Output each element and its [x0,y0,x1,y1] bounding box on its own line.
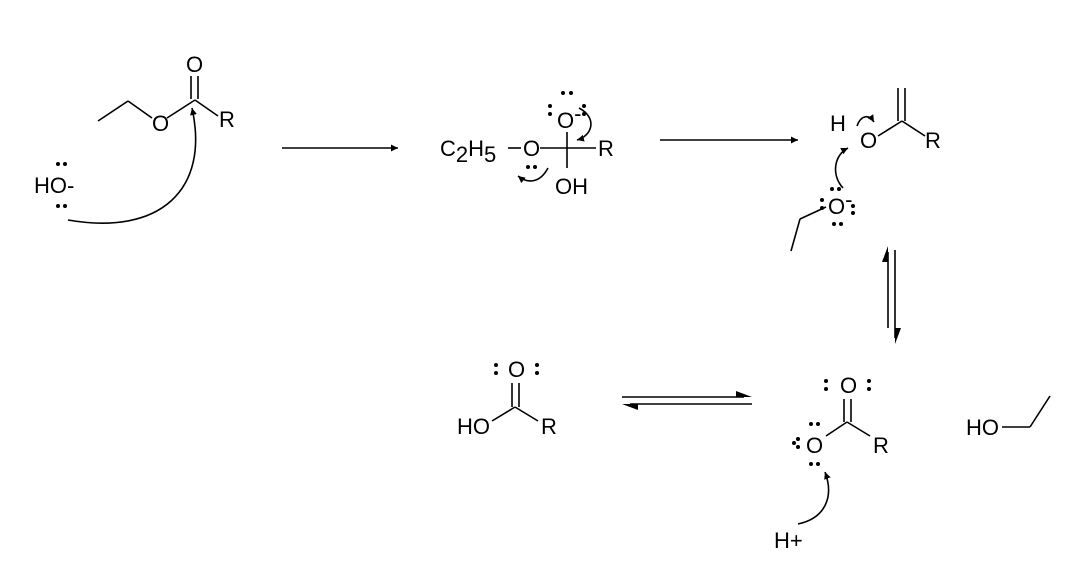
vertical-equilibrium-arrows [882,246,901,344]
hydroxide-label: HO- [34,173,74,198]
carboxylate-o-label: O [806,433,823,458]
lone-pair-dot [816,462,820,466]
lone-pair-dot [792,441,796,445]
lone-pair-dot [820,198,824,202]
proton-label: H+ [774,528,803,553]
lone-pair-dot [63,204,67,208]
enol-intermediate: H O R [830,88,941,153]
lone-pair-dot [796,445,800,449]
ester-ethyl-bond-2 [127,100,153,119]
lone-pair-dot [56,204,60,208]
equilibrium-arrowhead-right [736,391,752,397]
enol-cr-bond [901,120,926,137]
ester-r-label: R [219,107,235,132]
curly-arrow-nucleophilic-attack [67,107,197,224]
enol-o-label: O [860,128,877,153]
carboxylate-carbonyl-o-label: O [840,373,857,398]
curly-arrow-protonation [797,471,831,525]
enol-oc-bond [877,120,903,137]
ethanol-cc-bond [1029,395,1051,428]
curly-arrow-leaving-group [517,167,549,184]
lone-pair-dot [494,363,498,367]
equilibrium-arrowhead-left [622,404,638,410]
lone-pair-dot [839,222,843,226]
acid-hydroxyl-label: HO [457,414,490,439]
acid-r-label: R [541,414,557,439]
lone-pair-dot [56,162,60,166]
lone-pair-dot [824,387,828,391]
ethoxide-ion: O- [790,187,855,252]
lone-pair-dot [561,91,565,95]
carboxylate-r-label: R [873,433,889,458]
lone-pair-dot [494,371,498,375]
enol-r-label: R [925,128,941,153]
enol-h-label: H [830,111,846,136]
lone-pair-dot [63,162,67,166]
hydroxide-ion: HO- [34,162,74,208]
lone-pair-dot [526,165,530,169]
lone-pair-dot [809,462,813,466]
carboxylic-acid-molecule: O HO R [457,357,557,439]
ethanol-molecule: HO [966,395,1051,440]
lone-pair-dot [867,387,871,391]
lone-pair-dot [867,379,871,383]
carboxylate-ion: O O R H+ [774,373,889,553]
equilibrium-arrowhead-down [895,328,901,344]
lone-pair-dot [582,104,586,108]
tetrahedral-r-label: R [598,136,614,161]
ester-oc-bond [166,99,196,119]
acid-carbonyl-o-label: O [508,357,525,382]
lone-pair-dot [548,112,552,116]
curly-arrow-carbonyl-reform [576,107,592,142]
lone-pair-dot [816,422,820,426]
lone-pair-dot [548,104,552,108]
lone-pair-dot [809,422,813,426]
lone-pair-dot [535,371,539,375]
curly-arrow-oh-bond [856,114,875,127]
acid-cr-bond [514,406,539,422]
ethoxide-o-label: O- [828,187,852,219]
lone-pair-dot [569,91,573,95]
tetrahedral-intermediate: C2H5 O O- R OH [440,91,614,199]
hydroxyl-label: OH [555,174,588,199]
ethoxide-bond-1 [790,218,801,252]
ethyl-c-label: C2H5 [440,136,496,167]
carboxylate-oc-bond [825,421,848,437]
lone-pair-dot [535,363,539,367]
lone-pair-dot [533,165,537,169]
oxide-o-label: O- [557,101,581,133]
lone-pair-dot [824,379,828,383]
ester-ethyl-bond-1 [97,100,129,122]
lone-pair-dot [796,437,800,441]
ester-o-label: O [152,111,169,136]
ethanol-hydroxyl-label: HO [966,415,999,440]
lone-pair-dot [832,222,836,226]
equilibrium-arrowhead-up [882,246,888,262]
ester-carbonyl-o-label: O [186,52,203,77]
ether-o-label: O [523,136,540,161]
acid-oc-bond [491,406,516,422]
curly-arrow-proton-abstraction [834,147,849,189]
ester-molecule: O O R [97,52,235,136]
lone-pair-dot [820,206,824,210]
lone-pair-dot [851,204,855,208]
ester-cr-bond [194,99,219,117]
carboxylate-cr-bond [846,421,871,437]
lone-pair-dot [851,211,855,215]
lone-pair-dot [837,187,841,191]
horizontal-equilibrium-arrows [622,391,752,410]
lone-pair-dot [830,187,834,191]
